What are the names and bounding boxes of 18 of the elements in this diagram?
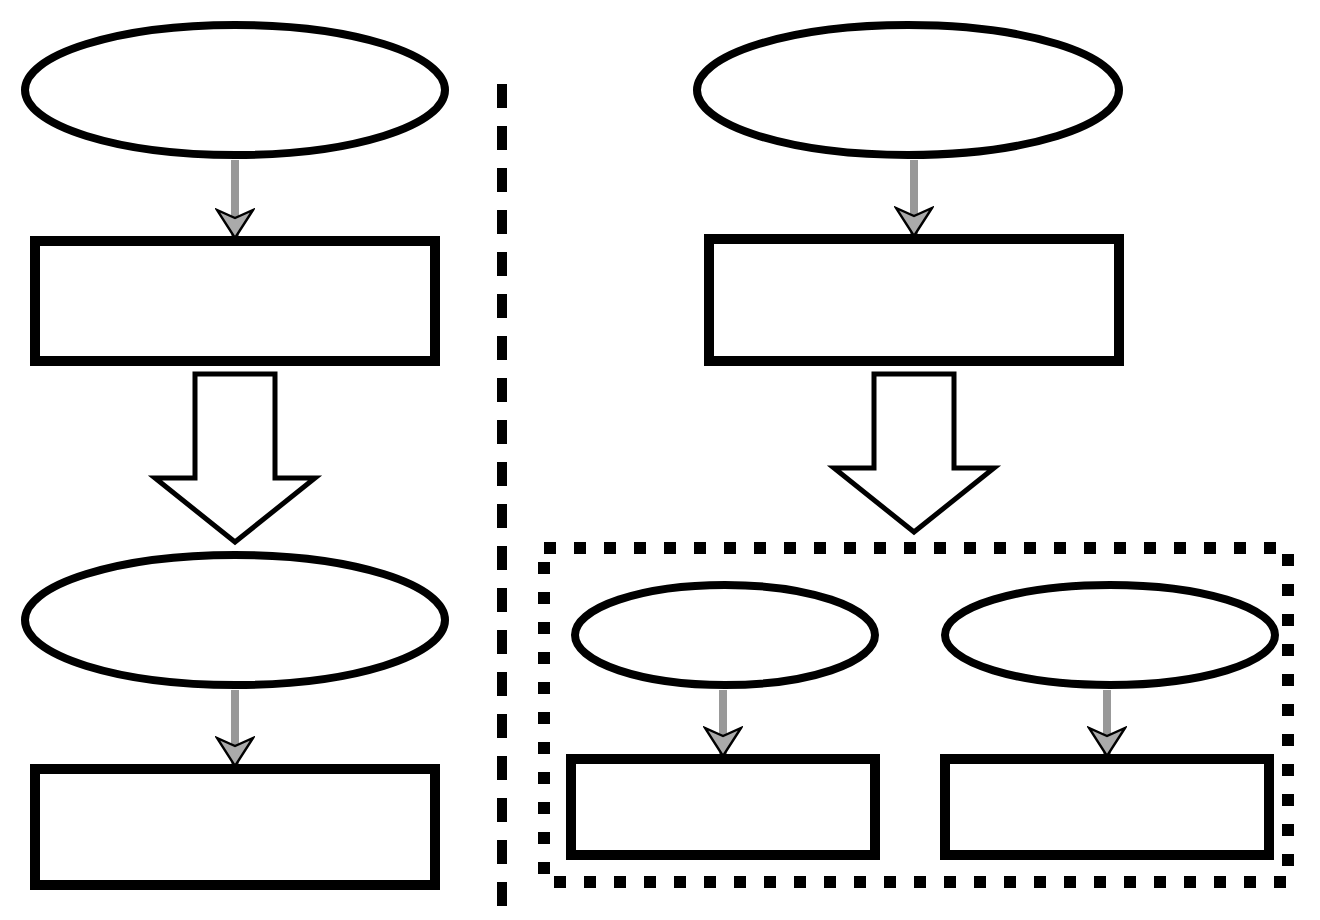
process-box bbox=[30, 764, 440, 890]
process-box bbox=[940, 754, 1274, 860]
block-arrow bbox=[147, 371, 323, 546]
arrow bbox=[215, 690, 255, 768]
arrow bbox=[215, 160, 255, 240]
process-box bbox=[566, 754, 880, 860]
arrow bbox=[894, 160, 934, 238]
ellipse-node bbox=[692, 20, 1124, 160]
arrow bbox=[1087, 690, 1127, 758]
ellipse-node bbox=[940, 580, 1280, 690]
process-box bbox=[704, 234, 1124, 366]
ellipse-node bbox=[570, 580, 880, 690]
ellipse-node bbox=[20, 550, 450, 690]
group-frame bbox=[536, 540, 1296, 890]
ellipse-node bbox=[20, 20, 450, 160]
process-box bbox=[30, 236, 440, 366]
block-arrow bbox=[826, 371, 1002, 536]
arrow bbox=[703, 690, 743, 758]
